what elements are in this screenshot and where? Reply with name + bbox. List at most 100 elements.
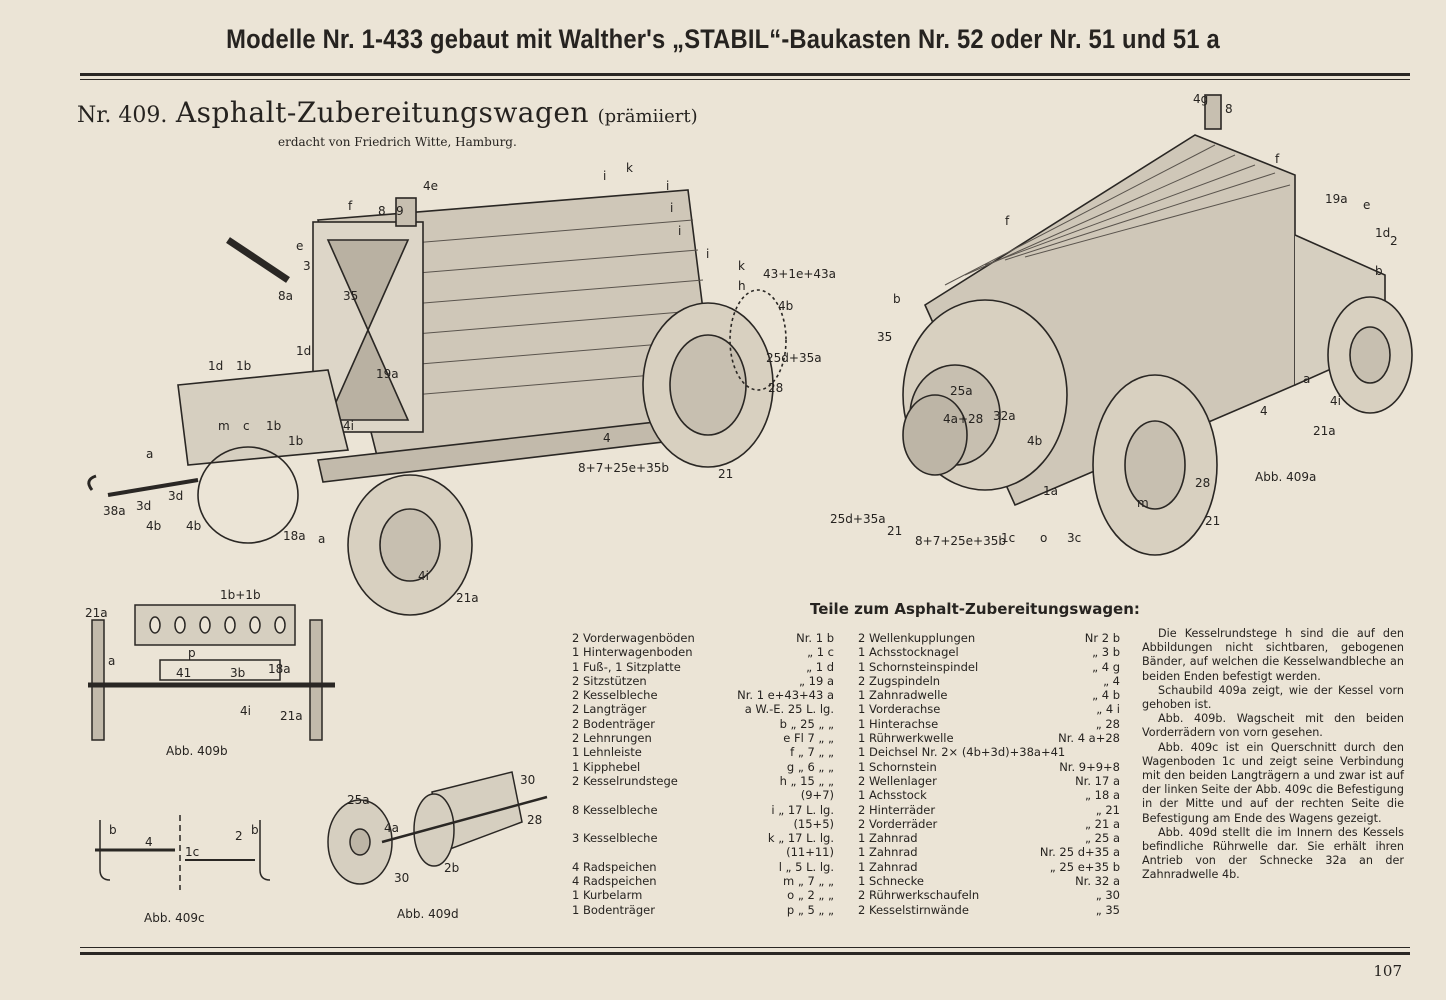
parts-row: 2 Vorderräder„ 21 a <box>858 817 1120 831</box>
part-label: f <box>1005 214 1010 228</box>
part-label: 41 <box>176 666 191 680</box>
part-label: 4 <box>1260 404 1268 418</box>
part-code: „ 25 a <box>1085 831 1120 846</box>
part-code: g „ 6 „ „ <box>786 759 834 774</box>
part-name: 3 Kesselbleche <box>572 831 658 846</box>
part-label: p <box>188 646 196 660</box>
part-name: 1 Achsstocknagel <box>858 645 959 660</box>
part-label: 4i <box>1330 394 1341 408</box>
part-name: 1 Lehnleiste <box>572 745 642 760</box>
parts-row: 2 Rührwerkschaufeln „ 30 <box>858 888 1120 902</box>
model-title: Nr. 409. Asphalt-Zubereitungswagen (präm… <box>77 96 698 129</box>
part-name: 1 Hinterwagenboden <box>572 645 693 660</box>
part-code: (11+11) <box>786 845 834 860</box>
part-label: 21a <box>456 591 479 605</box>
part-label: 28 <box>527 813 542 827</box>
parts-row: 1 Zahnrad„ 25 e+35 b <box>858 860 1120 874</box>
part-name <box>572 788 801 802</box>
note-paragraph: Die Kesselrundstege h sind die auf den A… <box>1142 627 1404 683</box>
part-label: 3d <box>168 489 183 503</box>
part-label: k <box>626 161 633 175</box>
part-code: „ 30 <box>1095 888 1120 903</box>
part-label: 25a <box>347 793 370 807</box>
part-name: 1 Kipphebel <box>572 759 641 774</box>
footer-rule <box>80 952 1410 955</box>
part-code: „ 1 d <box>806 659 834 674</box>
note-paragraph: Abb. 409d stellt die im Innern des Kesse… <box>1142 825 1404 882</box>
part-label: 1d <box>1375 226 1390 240</box>
part-name: 1 Achsstock <box>858 788 927 803</box>
part-label: a <box>108 654 115 668</box>
part-name: 2 Rührwerkschaufeln <box>858 888 980 903</box>
part-label: 21 <box>1205 514 1220 528</box>
part-label: 8a <box>278 289 293 303</box>
model-name: Asphalt-Zubereitungswagen <box>175 96 590 129</box>
parts-list-title: Teile zum Asphalt-Zubereitungswagen: <box>810 600 1140 618</box>
part-code: „ 35 <box>1095 902 1120 917</box>
note-paragraph: Abb. 409c ist ein Querschnitt durch den … <box>1142 740 1404 825</box>
part-label: 2b <box>444 861 459 875</box>
part-label: a <box>318 532 325 546</box>
parts-row: 1 Zahnradwelle„ 4 b <box>858 688 1120 702</box>
part-name: 2 Wellenkupplungen <box>858 631 976 645</box>
part-label: 19a <box>1325 192 1348 206</box>
part-label: a <box>1303 372 1310 386</box>
part-label: 18a <box>268 662 291 676</box>
part-label: 8 <box>1225 102 1233 116</box>
part-label: m <box>1137 496 1149 510</box>
parts-row: 1 Zahnrad„ 25 a <box>858 831 1120 845</box>
part-label: i <box>603 169 606 183</box>
part-code: Nr. 1 e+43+43 a <box>737 688 834 703</box>
parts-row: 2 Hinterräder„ 21 <box>858 803 1120 817</box>
part-code: h „ 15 „ „ <box>779 773 834 788</box>
model-award: (prämiiert) <box>597 106 698 127</box>
part-label: 25d+35a <box>830 512 886 526</box>
parts-row: 2 Kesselstirnwände„ 35 <box>858 903 1120 917</box>
part-name: 2 Bodenträger <box>572 716 655 731</box>
part-label: b <box>1375 264 1383 278</box>
part-label: 4 <box>145 835 153 849</box>
part-label: 25a <box>950 384 973 398</box>
part-label: o <box>1040 531 1047 545</box>
parts-row: 2 Sitzstützen„ 19 a <box>572 674 834 688</box>
part-label: 4b <box>1027 434 1042 448</box>
part-label: i <box>678 224 681 238</box>
part-label: 3 <box>303 259 311 273</box>
part-label: 1b <box>288 434 303 448</box>
part-code: Nr. 4 a+28 <box>1058 731 1120 746</box>
part-code: m „ 7 „ „ <box>782 874 834 889</box>
part-code: „ 28 <box>1095 716 1120 731</box>
part-label: 35 <box>343 289 358 303</box>
part-label: 38a <box>103 504 126 518</box>
page-header: Modelle Nr. 1-433 gebaut mit Walther's „… <box>226 24 1220 54</box>
part-label: 35 <box>877 330 892 344</box>
parts-row: (11+11) <box>572 845 834 859</box>
part-label: 3b <box>230 666 245 680</box>
part-name: 1 Bodenträger <box>572 902 655 917</box>
part-label: 4 <box>603 431 611 445</box>
part-label: 4e <box>423 179 438 193</box>
part-code: „ 4 g <box>1092 659 1120 674</box>
parts-row: (9+7) <box>572 788 834 802</box>
part-name: 2 Vorderwagenböden <box>572 631 695 645</box>
part-label: 1c <box>1001 531 1015 545</box>
model-number: Nr. 409. <box>77 103 168 128</box>
part-label: 4b <box>186 519 201 533</box>
note-paragraph: Abb. 409b. Wagscheit mit den beiden Vord… <box>1142 712 1404 740</box>
figure-caption-409a: Abb. 409a <box>1255 470 1316 484</box>
part-label: 1c <box>185 845 199 859</box>
part-label: f <box>1275 152 1280 166</box>
part-label: 8 <box>378 204 386 218</box>
part-label: 21a <box>280 709 303 723</box>
